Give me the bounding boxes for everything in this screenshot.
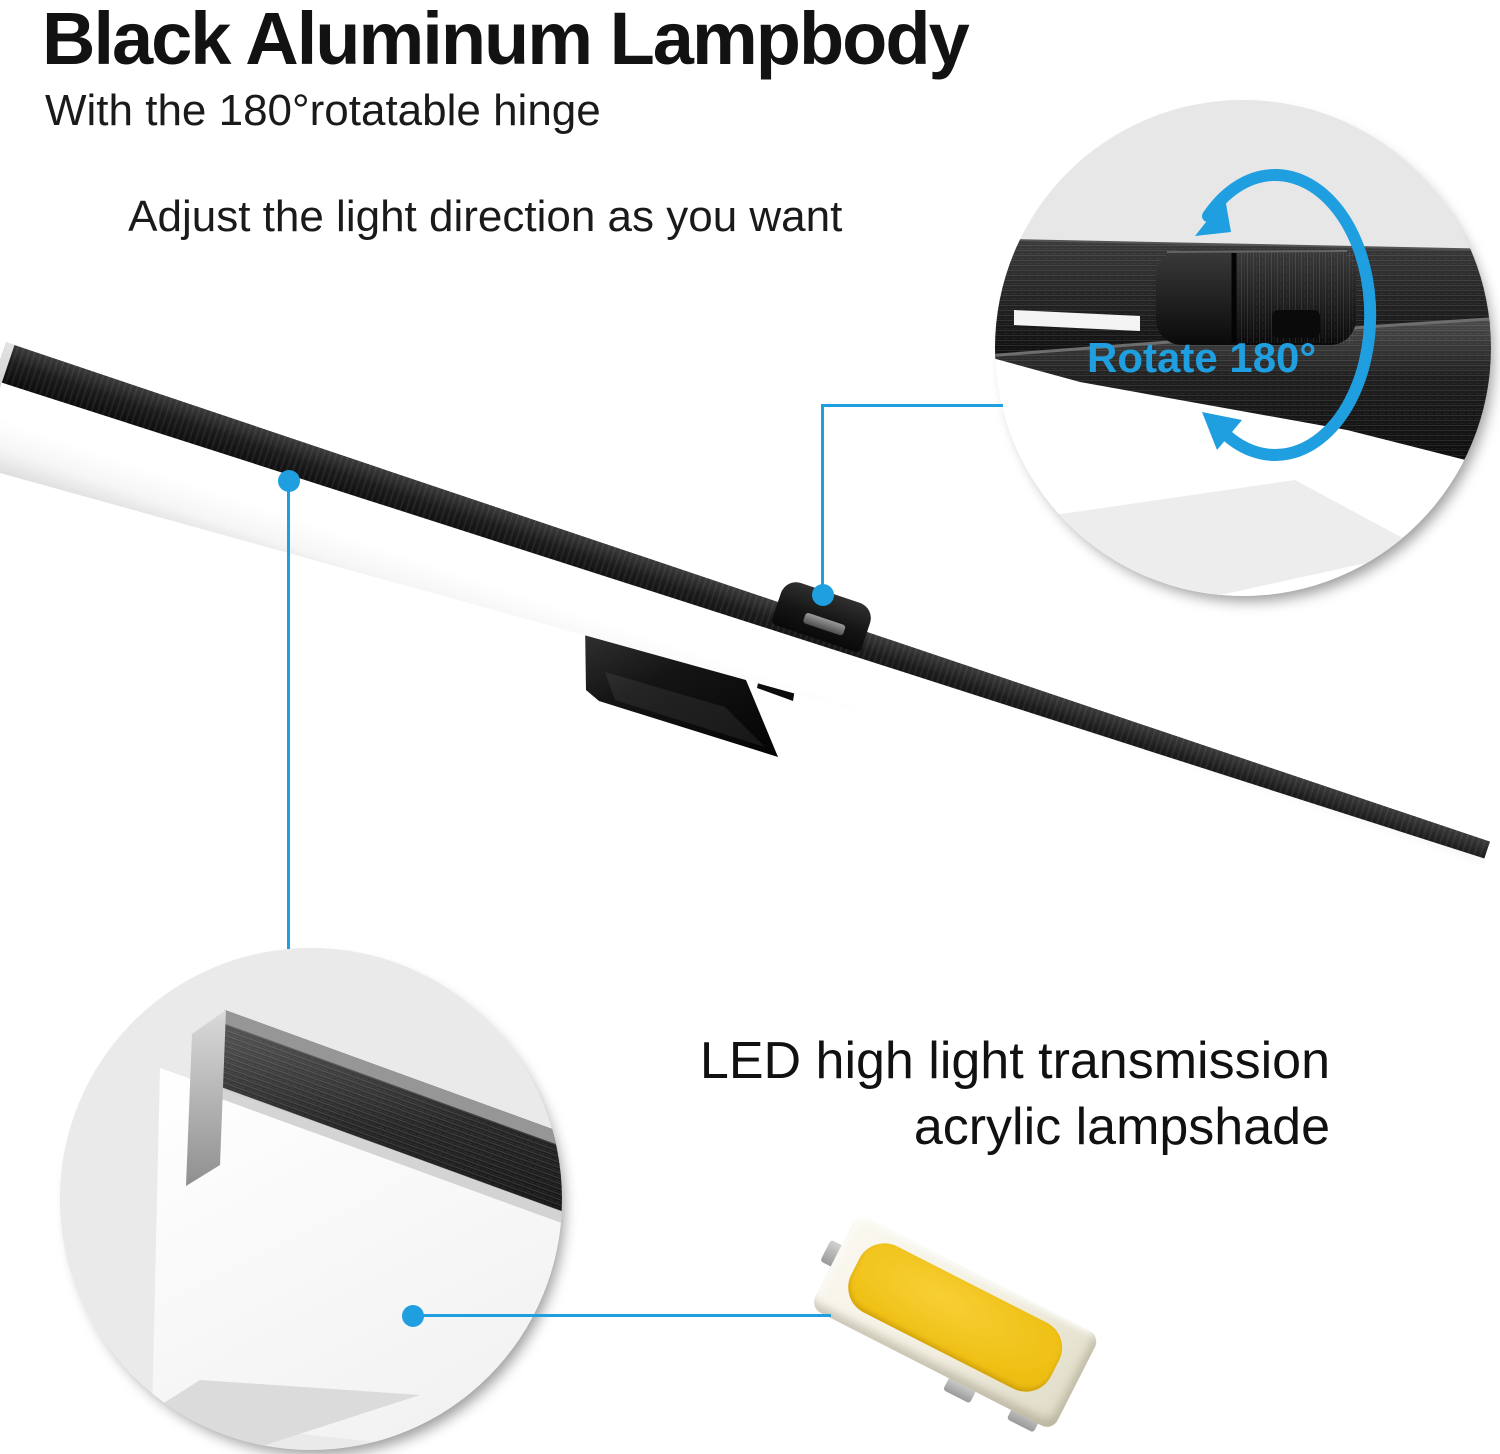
shade-acrylic-panel — [152, 1068, 562, 1450]
subtitle-line-2: Adjust the light direction as you want — [128, 192, 843, 241]
detail-circle-lampshade — [60, 948, 562, 1450]
hinge-closeup-graphic — [995, 100, 1491, 596]
shade-alu-end-cap — [186, 1010, 226, 1186]
callout-line-hinge-vertical — [821, 404, 824, 597]
rotate-label: Rotate 180° — [1087, 334, 1317, 381]
lampshade-closeup-graphic — [60, 948, 562, 1450]
callout-line-acrylic — [287, 481, 290, 949]
callout-dot-acrylic — [278, 470, 300, 492]
rotate-arrow-icon — [1195, 169, 1377, 461]
shade-alu-slab-texture — [218, 1010, 562, 1212]
led-chip — [809, 1213, 1101, 1433]
hinge-arm-bar-highlight — [995, 317, 1491, 357]
hinge-notch — [1014, 310, 1140, 331]
hinge-gray-wedge — [1020, 480, 1425, 596]
hinge-clamp-slot-detail — [1272, 310, 1320, 338]
callout-line-lampshade — [411, 1314, 831, 1317]
caption-line-1: LED high light transmission — [699, 1032, 1330, 1090]
header-subtitle: With the 180°rotatable hinge Adjust the … — [45, 84, 842, 243]
hinge-back-plate-rim — [1007, 239, 1491, 251]
shade-gray-wedge — [140, 1380, 420, 1450]
detail-circle-hinge: Rotate 180° — [995, 100, 1491, 596]
hinge-clamp-top-highlight — [1166, 250, 1348, 253]
shade-alu-bottom-edge — [216, 1086, 562, 1224]
mount-sheen — [605, 672, 765, 747]
caption-line-2: acrylic lampshade — [913, 1098, 1330, 1156]
callout-dot-hinge — [812, 584, 834, 606]
lampshade-caption: LED high light transmission acrylic lamp… — [570, 1028, 1330, 1160]
subtitle-line-1: With the 180°rotatable hinge — [45, 86, 601, 135]
page-title: Black Aluminum Lampbody — [42, 0, 970, 80]
callout-line-hinge-horizontal — [821, 404, 1003, 407]
shade-alu-top-face — [220, 1010, 562, 1147]
callout-dot-lampshade — [402, 1305, 424, 1327]
hinge-clamp-slot — [802, 612, 846, 637]
